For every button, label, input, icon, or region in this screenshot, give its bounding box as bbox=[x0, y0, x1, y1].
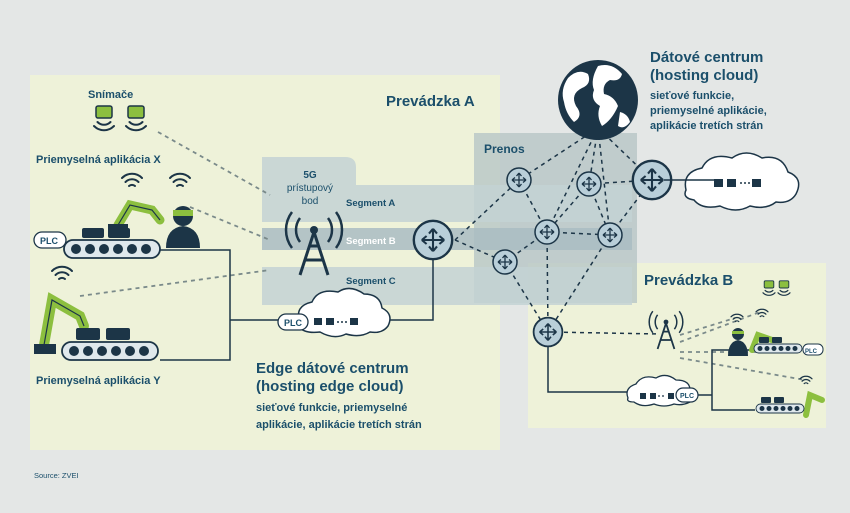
transport-router-4 bbox=[597, 222, 623, 248]
sensors-label: Snímače bbox=[88, 89, 133, 101]
segment-b-label: Segment B bbox=[346, 236, 396, 247]
plant-b-conveyor-icon bbox=[755, 397, 805, 414]
plc-icon bbox=[33, 231, 67, 249]
worker-icon bbox=[166, 206, 200, 248]
ap-line1: 5G bbox=[303, 170, 317, 181]
globe-icon bbox=[558, 60, 638, 140]
segment-c-label: Segment C bbox=[346, 276, 396, 287]
conveyor-x-icon bbox=[63, 228, 161, 259]
transport-router-5 bbox=[492, 249, 518, 275]
datacenter-cloud-icon bbox=[664, 152, 800, 211]
edge-router-icon bbox=[412, 219, 454, 261]
transport-mesh bbox=[454, 127, 661, 335]
plant-b-cloud-plc-label: PLC bbox=[680, 393, 694, 400]
app-y-label: Priemyselná aplikácia Y bbox=[36, 375, 161, 387]
plant-a-title: Prevádzka A bbox=[386, 93, 475, 110]
datacenter-desc-2: priemyselné aplikácie, bbox=[650, 105, 767, 117]
plc-label: PLC bbox=[40, 236, 59, 246]
datacenter-title-1: Dátové centrum bbox=[650, 49, 763, 66]
edge-plc-label: PLC bbox=[284, 318, 303, 328]
ap-line3: bod bbox=[302, 196, 319, 207]
plant-b-cloud-icon bbox=[626, 374, 699, 407]
segment-a-band bbox=[262, 157, 632, 222]
plant-b-tower-icon bbox=[648, 310, 684, 350]
datacenter-desc-1: sieťové funkcie, bbox=[650, 90, 734, 102]
plant-b-router-icon bbox=[532, 316, 564, 348]
app-x-label: Priemyselná aplikácia X bbox=[36, 154, 161, 166]
transport-router-3 bbox=[534, 219, 560, 245]
plant-b-plc-label: PLC bbox=[805, 349, 818, 355]
edge-desc-2: aplikácie, aplikácie tretích strán bbox=[256, 419, 422, 431]
plant-b-plc-icon bbox=[802, 343, 824, 356]
ap-line2: prístupový bbox=[287, 183, 333, 194]
transport-label: Prenos bbox=[484, 142, 525, 156]
edge-title-1: Edge dátové centrum bbox=[256, 360, 409, 377]
segment-a-label: Segment A bbox=[346, 198, 395, 209]
plant-b-robot-icon bbox=[803, 390, 825, 418]
edge-title-2: (hosting edge cloud) bbox=[256, 378, 404, 395]
robot-arm-icon bbox=[34, 292, 89, 354]
transport-router-2 bbox=[576, 171, 602, 197]
conveyor-y-icon bbox=[61, 328, 159, 361]
edge-cloud-icon bbox=[277, 287, 391, 338]
plant-b-worker-icon bbox=[728, 328, 748, 356]
datacenter-title-2: (hosting cloud) bbox=[650, 67, 758, 84]
datacenter-desc-3: aplikácie tretích strán bbox=[650, 120, 763, 132]
plant-b-conveyor-icon bbox=[753, 337, 803, 354]
edge-desc-1: sieťové funkcie, priemyselné bbox=[256, 402, 407, 414]
plant-b-title: Prevádzka B bbox=[644, 272, 733, 289]
transport-router-1 bbox=[506, 167, 532, 193]
5g-tower-icon bbox=[284, 211, 344, 276]
source-note: Source: ZVEI bbox=[34, 471, 79, 480]
